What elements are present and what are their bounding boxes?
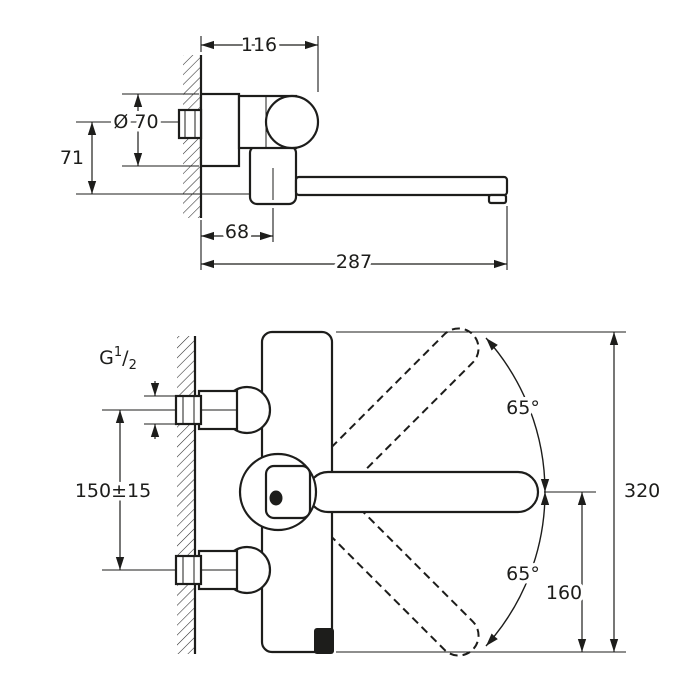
spout-dashed-lower <box>312 489 480 657</box>
dim-label-spacing: 150±15 <box>75 480 151 502</box>
control-module <box>314 628 334 654</box>
wall-flange <box>199 92 241 168</box>
dim-label-reach: 287 <box>336 251 372 273</box>
dim-label-height: 320 <box>624 480 660 502</box>
front-extension-lines <box>102 331 626 653</box>
spout-dashed-upper <box>312 327 480 495</box>
front-dimension-lines <box>115 332 619 652</box>
front-wall-hatch <box>177 336 195 654</box>
spout-front <box>306 470 540 514</box>
front-faucet-body <box>174 330 540 654</box>
front-wall <box>177 336 197 654</box>
aerator <box>487 193 508 205</box>
inlet-nut <box>177 108 203 140</box>
dim-label-depth: 116 <box>241 34 277 56</box>
sensor-cap <box>264 94 320 150</box>
side-dimension-lines <box>87 40 507 269</box>
inlet-connector-upper <box>174 385 272 435</box>
dim-label-spout-height: 160 <box>546 582 582 604</box>
swivel-arc-lower <box>485 491 550 647</box>
dim-label-flange-dia: Ø 70 <box>113 111 158 133</box>
dim-label-thread: G1/2 <box>99 345 137 373</box>
inlet-nut-upper <box>174 394 203 426</box>
side-faucet-body <box>177 92 509 206</box>
dim-label-drop: 71 <box>60 147 84 169</box>
sensor-eye <box>269 490 283 506</box>
inlet-connector-lower <box>174 545 272 595</box>
front-dimension-labels: G1/2 150±15 65° 65° 320 160 <box>71 342 663 608</box>
side-dimension-labels: 116 Ø 70 71 68 287 <box>56 31 375 277</box>
dim-label-offset: 68 <box>225 221 249 243</box>
side-view: 116 Ø 70 71 68 287 <box>56 31 509 277</box>
front-view: G1/2 150±15 65° 65° 320 160 <box>71 327 664 657</box>
spout-side <box>294 175 509 197</box>
swivel-arcs <box>485 337 550 647</box>
swivel-arc-upper <box>485 337 550 493</box>
dim-label-swivel-bottom: 65° <box>506 563 540 585</box>
dim-label-swivel-top: 65° <box>506 397 540 419</box>
inlet-nut-lower <box>174 554 203 586</box>
